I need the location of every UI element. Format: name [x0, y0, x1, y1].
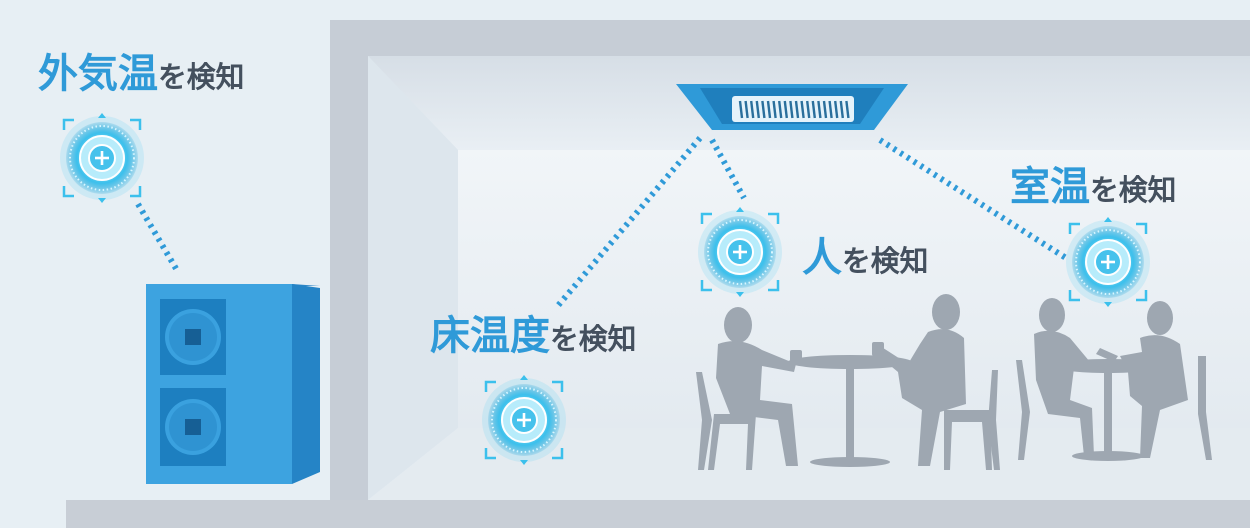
room-floor	[368, 428, 1250, 500]
room-left-wall	[368, 56, 458, 500]
label-suffix: を検知	[550, 322, 637, 356]
outdoor-signal-line	[135, 202, 181, 274]
room-temperature-label: 室温を検知	[1010, 167, 1176, 207]
person-silhouette-icon	[696, 307, 802, 470]
outdoor-temperature-label: 外気温を検知	[38, 54, 244, 94]
label-highlight: 床温度	[430, 313, 550, 359]
label-suffix: を検知	[158, 60, 245, 94]
ceiling-cassette-icon	[676, 84, 908, 130]
sensor-target-icon	[1066, 217, 1150, 307]
person-silhouette-icon	[872, 294, 1000, 470]
floor-slab	[66, 500, 1250, 528]
floor-signal-line	[553, 136, 703, 310]
person-silhouette-icon	[1096, 301, 1212, 460]
label-highlight: 外気温	[38, 51, 158, 97]
sensor-target-icon	[60, 113, 144, 203]
label-suffix: を検知	[1090, 173, 1177, 207]
sensor-target-icon	[698, 207, 782, 297]
outdoor-unit-icon	[146, 284, 320, 484]
person-silhouette-icon	[1016, 298, 1094, 460]
label-highlight: 人	[802, 235, 842, 281]
person-detection-label: 人を検知	[802, 238, 928, 278]
label-highlight: 室温	[1010, 164, 1090, 210]
person-signal-line	[709, 138, 747, 200]
sensor-target-icon	[482, 375, 566, 465]
label-suffix: を検知	[842, 244, 929, 278]
people-scene	[696, 294, 1212, 470]
signal-lines	[135, 136, 1068, 310]
table	[788, 355, 912, 467]
floor-temperature-label: 床温度を検知	[430, 316, 636, 356]
